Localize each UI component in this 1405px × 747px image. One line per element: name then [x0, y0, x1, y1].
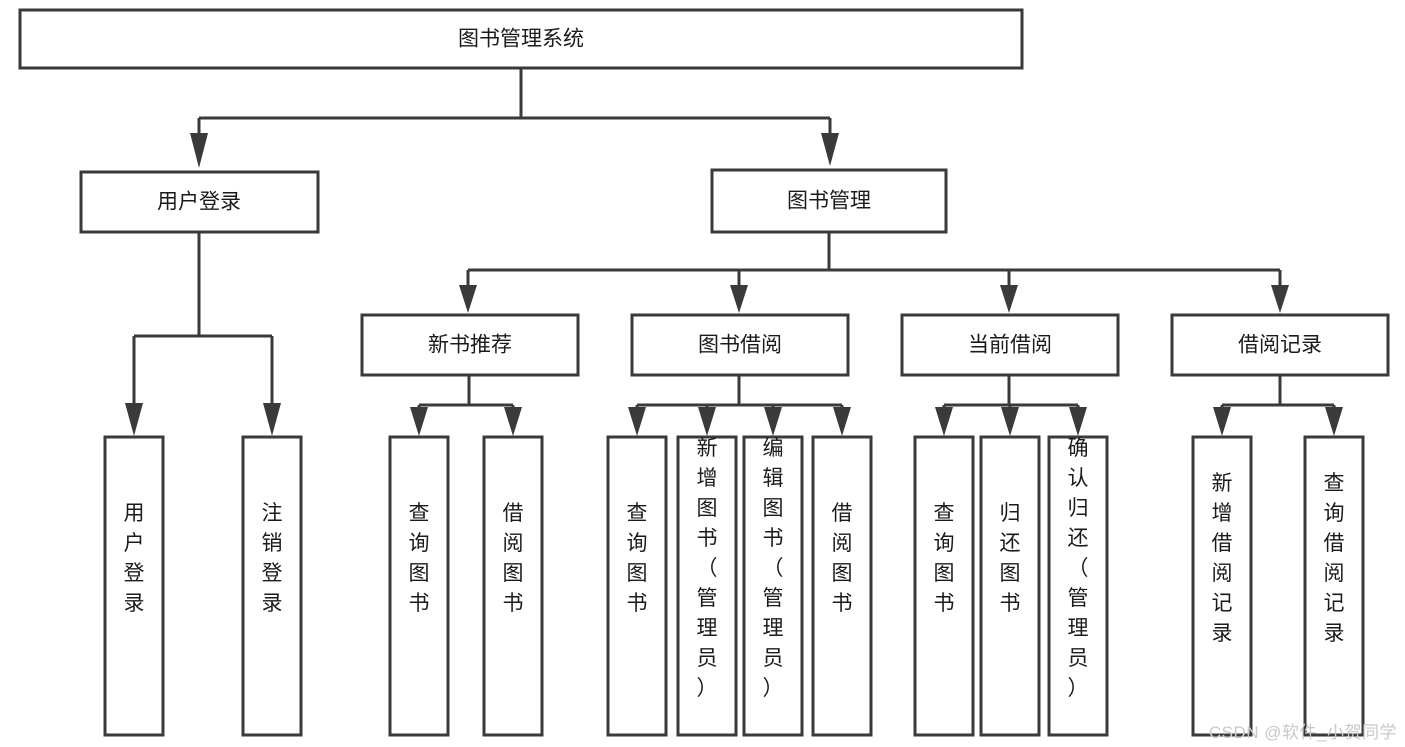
- leaf-confirm-return-admin[interactable]: 确认归还（管理员）: [1047, 435, 1109, 737]
- leaf-query-borrow-record[interactable]: 查询借阅记录: [1303, 435, 1365, 737]
- node-book-management-box[interactable]: [710, 168, 948, 234]
- node-root[interactable]: 图书管理系统: [18, 8, 1024, 70]
- leaf-query-book-current-label: 查询图书: [934, 502, 955, 615]
- arrow-to-leaf-logout: [263, 403, 281, 436]
- leaf-add-book-admin[interactable]: 新增图书（管理员）: [676, 435, 738, 737]
- leaf-add-book-admin-box[interactable]: [676, 435, 738, 737]
- leaf-query-book-borrow-box[interactable]: [606, 435, 668, 737]
- leaf-logout-label: 注销登录: [262, 502, 283, 615]
- leaf-borrow-book-rec-label: 借阅图书: [503, 502, 524, 615]
- node-borrow-record-box[interactable]: [1170, 313, 1390, 377]
- node-root-box[interactable]: [18, 8, 1024, 70]
- leaf-edit-book-admin[interactable]: 编辑图书（管理员）: [742, 435, 804, 737]
- connectors-user-login-children: [125, 232, 281, 436]
- node-borrow-record-label: 借阅记录: [1238, 334, 1322, 357]
- connectors-book-mgmt-children: [459, 232, 1289, 313]
- arrow-to-leaf-edit-book: [764, 407, 782, 436]
- node-borrow-record[interactable]: 借阅记录: [1170, 313, 1390, 377]
- node-book-borrow[interactable]: 图书借阅: [630, 313, 850, 377]
- leaf-return-book-box[interactable]: [979, 435, 1041, 737]
- connectors-book-borrow-children: [628, 375, 851, 436]
- leaf-query-borrow-record-label: 查询借阅记录: [1324, 472, 1345, 645]
- leaf-add-borrow-record-box[interactable]: [1191, 435, 1253, 737]
- leaf-edit-book-admin-label: 编辑图书（管理员）: [763, 437, 784, 700]
- leaf-logout-box[interactable]: [241, 435, 303, 737]
- arrow-to-book-borrow: [730, 285, 748, 313]
- leaf-query-book-rec[interactable]: 查询图书: [388, 435, 450, 737]
- node-book-borrow-label: 图书借阅: [698, 334, 782, 357]
- leaf-return-book-label: 归还图书: [1000, 502, 1021, 615]
- connectors-new-book-rec-children: [410, 375, 522, 436]
- arrow-to-user-login: [190, 133, 208, 168]
- leaf-borrow-book-borrow[interactable]: 借阅图书: [811, 435, 873, 737]
- arrow-to-leaf-add-borrow-record: [1213, 407, 1231, 436]
- leaf-borrow-book-rec[interactable]: 借阅图书: [482, 435, 544, 737]
- leaf-query-book-rec-label: 查询图书: [409, 502, 430, 615]
- connectors-current-borrow-children: [935, 375, 1087, 436]
- node-new-book-recommend-box[interactable]: [360, 313, 580, 377]
- leaf-logout[interactable]: 注销登录: [241, 435, 303, 737]
- leaf-return-book[interactable]: 归还图书: [979, 435, 1041, 737]
- arrow-to-leaf-query-book-3: [935, 407, 953, 436]
- node-user-login-label: 用户登录: [157, 191, 241, 214]
- leaf-query-book-borrow[interactable]: 查询图书: [606, 435, 668, 737]
- arrow-to-borrow-record: [1271, 285, 1289, 313]
- arrow-to-leaf-borrow-book-2: [833, 407, 851, 436]
- node-current-borrow[interactable]: 当前借阅: [900, 313, 1120, 377]
- leaf-confirm-return-admin-label: 确认归还（管理员）: [1068, 437, 1089, 700]
- node-book-borrow-box[interactable]: [630, 313, 850, 377]
- leaf-borrow-book-borrow-box[interactable]: [811, 435, 873, 737]
- node-root-label: 图书管理系统: [458, 28, 584, 51]
- arrow-to-leaf-confirm-return: [1069, 407, 1087, 436]
- leaf-add-borrow-record[interactable]: 新增借阅记录: [1191, 435, 1253, 737]
- arrow-to-leaf-add-book: [698, 407, 716, 436]
- arrow-to-leaf-query-book-2: [628, 407, 646, 436]
- arrow-to-leaf-return-book: [1001, 407, 1019, 436]
- node-current-borrow-label: 当前借阅: [968, 334, 1052, 357]
- node-book-management-label: 图书管理: [787, 190, 871, 213]
- leaf-query-borrow-record-box[interactable]: [1303, 435, 1365, 737]
- csdn-watermark: CSDN @软件_小贺同学: [1208, 723, 1397, 742]
- leaf-query-book-current-box[interactable]: [913, 435, 975, 737]
- arrow-to-new-book-rec: [459, 285, 477, 313]
- node-user-login[interactable]: 用户登录: [79, 170, 320, 234]
- leaf-add-book-admin-label: 新增图书（管理员）: [697, 437, 718, 700]
- leaf-user-login-box[interactable]: [103, 435, 165, 737]
- leaf-add-borrow-record-label: 新增借阅记录: [1212, 472, 1233, 645]
- arrow-to-leaf-user-login: [125, 403, 143, 436]
- node-current-borrow-box[interactable]: [900, 313, 1120, 377]
- arrow-to-leaf-query-borrow-record: [1325, 407, 1343, 436]
- arrow-to-current-borrow: [1000, 285, 1018, 313]
- leaf-user-login-label: 用户登录: [124, 502, 145, 615]
- leaf-user-login[interactable]: 用户登录: [103, 435, 165, 737]
- node-new-book-recommend-label: 新书推荐: [428, 334, 512, 357]
- connectors-borrow-record-children: [1213, 375, 1343, 436]
- leaf-query-book-borrow-label: 查询图书: [627, 502, 648, 615]
- arrow-to-book-mgmt: [821, 133, 839, 166]
- arrow-to-leaf-query-book-1: [410, 407, 428, 436]
- arrow-to-leaf-borrow-book-1: [504, 407, 522, 436]
- leaf-borrow-book-borrow-label: 借阅图书: [832, 502, 853, 615]
- node-user-login-box[interactable]: [79, 170, 320, 234]
- leaf-edit-book-admin-box[interactable]: [742, 435, 804, 737]
- leaf-borrow-book-rec-box[interactable]: [482, 435, 544, 737]
- leaf-query-book-current[interactable]: 查询图书: [913, 435, 975, 737]
- leaf-confirm-return-admin-box[interactable]: [1047, 435, 1109, 737]
- node-book-management[interactable]: 图书管理: [710, 168, 948, 234]
- leaf-query-book-rec-box[interactable]: [388, 435, 450, 737]
- connectors-root-to-level2: [190, 68, 839, 168]
- node-new-book-recommend[interactable]: 新书推荐: [360, 313, 580, 377]
